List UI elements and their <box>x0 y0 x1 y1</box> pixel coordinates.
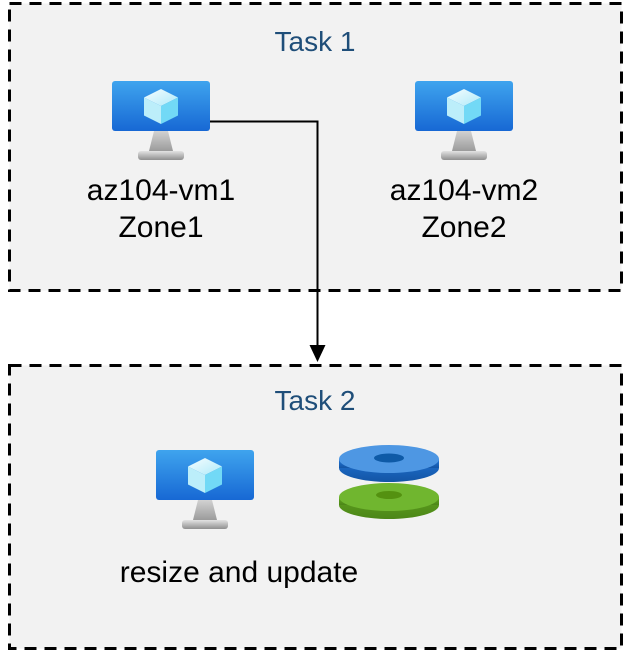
task2-box <box>8 364 623 650</box>
virtual-machine-icon <box>112 81 210 160</box>
connector-line <box>209 120 319 346</box>
vm-group-az104-vm1: az104-vm1 Zone1 <box>61 80 261 246</box>
virtual-machine-icon <box>415 81 513 160</box>
down-arrow-icon <box>309 345 326 362</box>
vm-zone-label: Zone2 <box>421 211 507 244</box>
disks-icon <box>339 445 439 519</box>
task1-title: Task 1 <box>274 26 356 57</box>
task2-caption: resize and update <box>119 556 359 589</box>
task2-title: Task 2 <box>274 385 356 416</box>
vm-zone-label: Zone1 <box>118 211 204 244</box>
virtual-machine-icon <box>156 450 254 529</box>
vm-name-label: az104-vm2 <box>389 174 539 207</box>
vm-name-label: az104-vm1 <box>86 174 236 207</box>
vm-group-az104-vm2: az104-vm2 Zone2 <box>364 80 564 246</box>
task1-box <box>8 2 623 292</box>
